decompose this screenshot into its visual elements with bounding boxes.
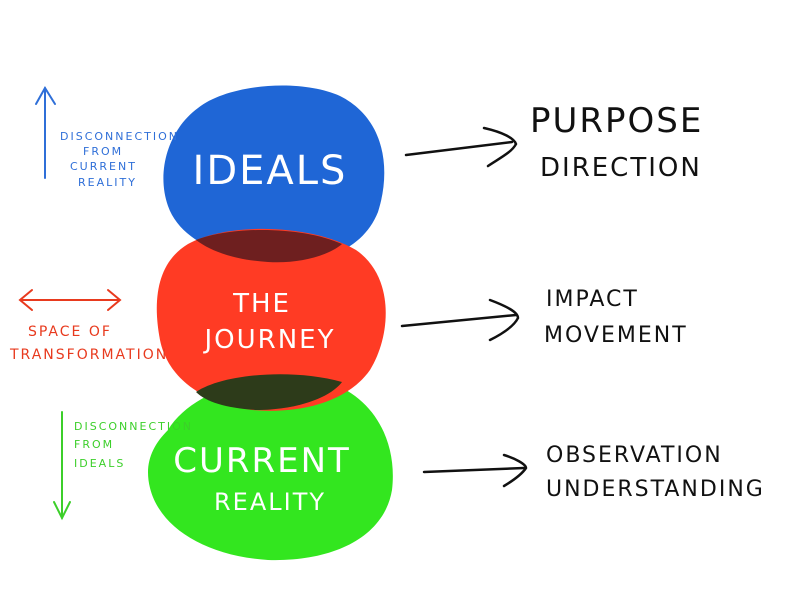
bottom-note-line2: FROM bbox=[74, 438, 114, 451]
bottom-note-line1: DISCONNECTION bbox=[74, 420, 193, 433]
reality-circle bbox=[148, 377, 393, 561]
reality-label-line1: CURRENT bbox=[173, 441, 351, 481]
up-arrow-icon bbox=[35, 86, 56, 179]
understanding-label: UNDERSTANDING bbox=[546, 477, 765, 502]
arrow-right-icon bbox=[404, 126, 518, 168]
top-note-line4: REALITY bbox=[78, 176, 137, 189]
bottom-note-line3: IDEALS bbox=[74, 457, 125, 470]
middle-note-line2: TRANSFORMATION bbox=[9, 347, 168, 363]
observation-label: OBSERVATION bbox=[546, 443, 723, 468]
direction-label: DIRECTION bbox=[540, 153, 702, 183]
ideals-journey-overlap bbox=[196, 229, 342, 263]
top-note-line2: FROM bbox=[83, 145, 123, 158]
journey-label-line2: JOURNEY bbox=[203, 325, 336, 355]
ideals-label: IDEALS bbox=[193, 148, 348, 194]
impact-label: IMPACT bbox=[546, 287, 639, 312]
journey-reality-overlap bbox=[196, 374, 342, 410]
top-note-line1: DISCONNECTION bbox=[60, 130, 179, 143]
middle-note-line1: SPACE OF bbox=[28, 324, 112, 340]
movement-label: MOVEMENT bbox=[544, 323, 688, 348]
journey-circle bbox=[156, 228, 386, 411]
ideals-circle bbox=[163, 85, 385, 263]
top-note-line3: CURRENT bbox=[70, 160, 137, 173]
journey-label-line1: THE bbox=[232, 289, 291, 319]
arrow-right-icon bbox=[400, 298, 520, 342]
arrow-right-icon bbox=[422, 453, 528, 488]
purpose-label: PURPOSE bbox=[530, 101, 703, 141]
reality-label-line2: REALITY bbox=[214, 488, 326, 516]
down-arrow-icon bbox=[53, 411, 71, 521]
left-right-arrow-icon bbox=[18, 289, 122, 311]
